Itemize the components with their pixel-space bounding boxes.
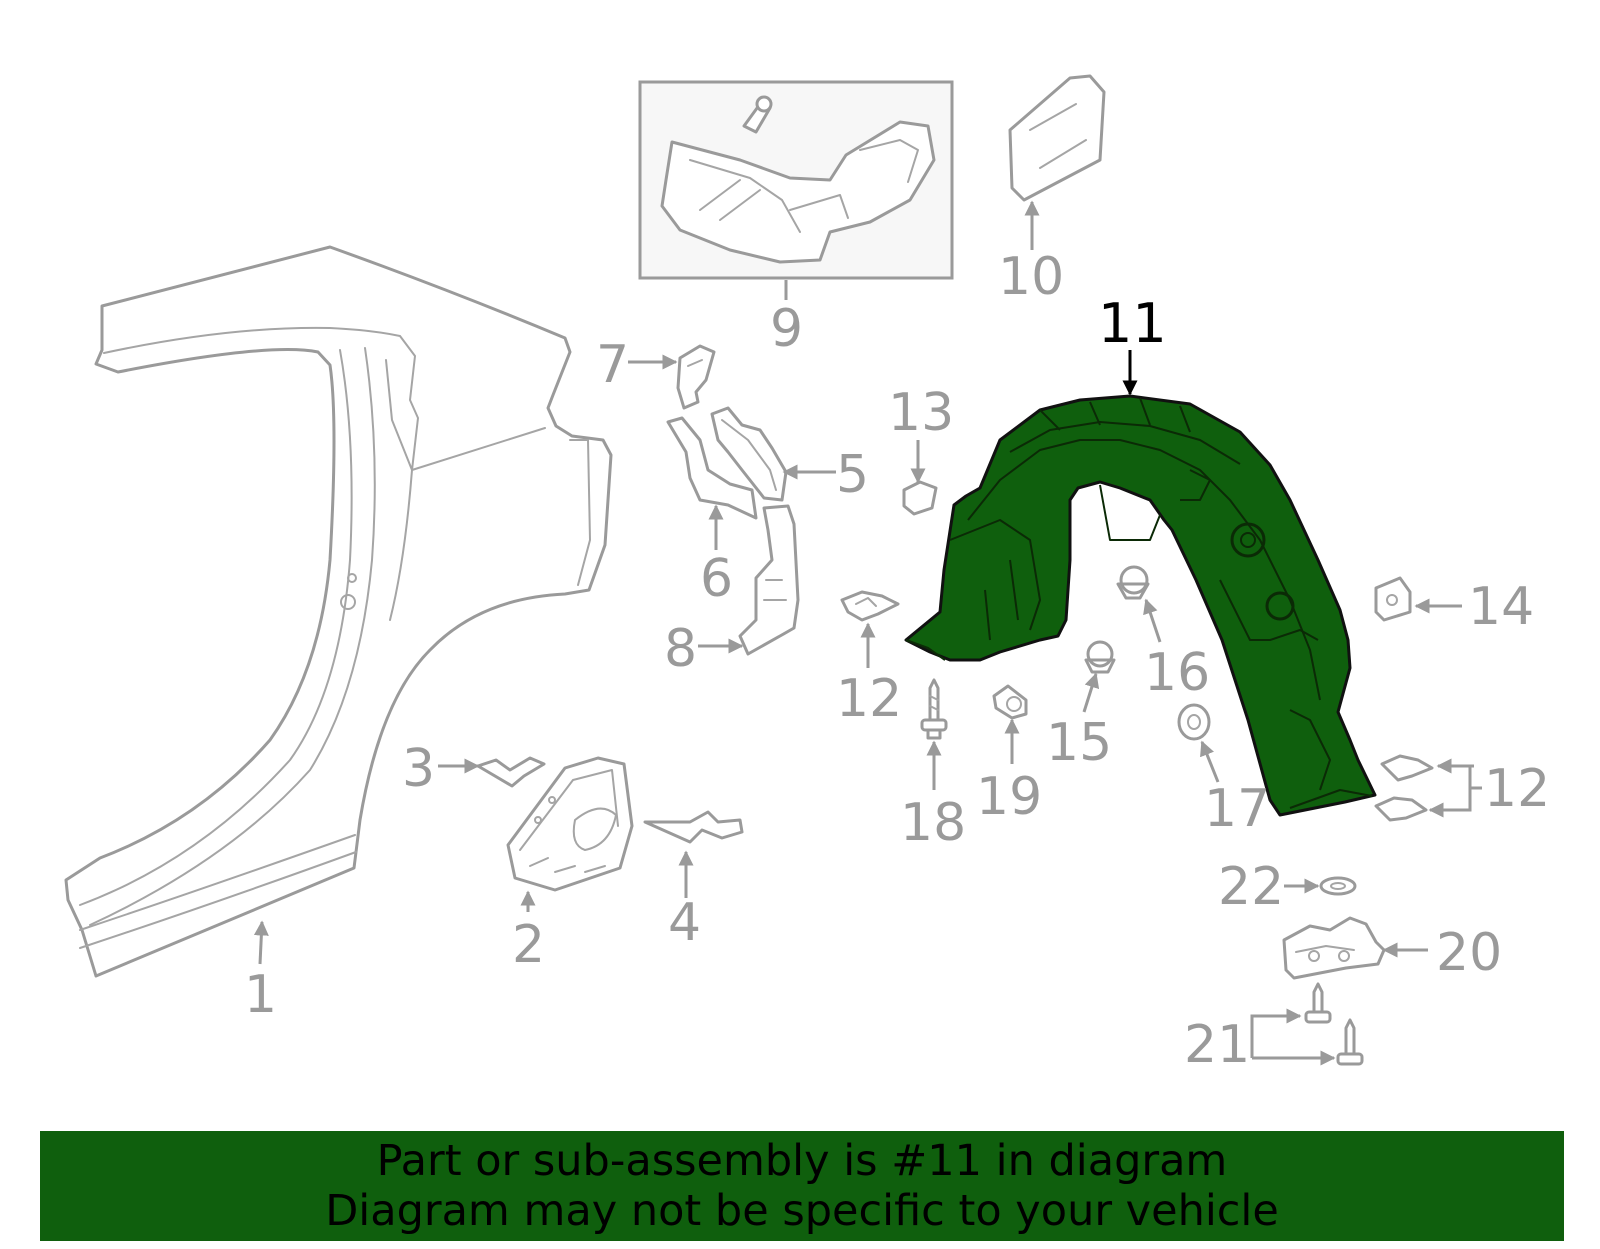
callout-numbers: 1 2 3 4 5 6 7 8 9 10 11 12 12 13 14 15 1… [244, 247, 1550, 1075]
part-21-bolt-lower[interactable] [1336, 1018, 1364, 1066]
part-22-washer[interactable] [1319, 876, 1357, 896]
callout-1: 1 [244, 965, 277, 1025]
callout-20: 20 [1436, 923, 1502, 983]
part-15-push-clip[interactable] [1084, 640, 1116, 674]
part-6-reinforcement[interactable] [666, 416, 758, 520]
part-12-clip-right-upper[interactable] [1380, 754, 1434, 782]
part-13-clip[interactable] [902, 480, 938, 516]
callout-22: 22 [1218, 857, 1284, 917]
part-3-clip[interactable] [476, 756, 546, 788]
callout-13: 13 [888, 383, 954, 443]
part-9-assembly-box[interactable] [638, 80, 954, 280]
callout-11: 11 [1098, 292, 1167, 355]
callout-17: 17 [1204, 779, 1270, 839]
callout-19: 19 [976, 767, 1042, 827]
callout-12-left: 12 [836, 669, 902, 729]
part-16-push-clip[interactable] [1116, 565, 1150, 600]
callout-8: 8 [664, 619, 697, 679]
part-18-screw[interactable] [920, 678, 948, 740]
part-14-nut-plate[interactable] [1374, 576, 1412, 622]
part-5-reinforcement[interactable] [710, 406, 788, 502]
part-17-washer[interactable] [1177, 703, 1211, 741]
part-1-quarter-panel[interactable] [64, 245, 613, 978]
callout-10: 10 [998, 247, 1064, 307]
part-10-fuel-door[interactable] [1008, 74, 1106, 202]
part-21-bolt-upper[interactable] [1304, 982, 1332, 1024]
callout-15: 15 [1046, 713, 1112, 773]
callout-18: 18 [900, 793, 966, 853]
info-banner: Part or sub-assembly is #11 in diagram D… [40, 1131, 1564, 1241]
part-19-grommet[interactable] [992, 684, 1028, 720]
callout-7: 7 [596, 335, 629, 395]
callout-21: 21 [1184, 1015, 1250, 1075]
part-11-fill [904, 394, 1377, 817]
banner-line-2: Diagram may not be specific to your vehi… [325, 1186, 1279, 1236]
callout-12-right: 12 [1484, 759, 1550, 819]
callout-5: 5 [836, 445, 869, 505]
callout-16: 16 [1144, 643, 1210, 703]
callout-2: 2 [512, 915, 545, 975]
part-11-wheelhouse-liner[interactable] [904, 394, 1377, 817]
callout-6: 6 [700, 549, 733, 609]
callout-9: 9 [770, 299, 803, 359]
part-12-clip-left[interactable] [840, 590, 900, 622]
part-12-clip-right-lower[interactable] [1374, 796, 1428, 822]
part-7-clip[interactable] [676, 344, 716, 410]
part-20-bracket[interactable] [1282, 916, 1386, 980]
part-8-bracket[interactable] [738, 504, 800, 656]
part-4-bracket[interactable] [643, 810, 744, 844]
leader-lines [253, 200, 1482, 1066]
callout-3: 3 [402, 739, 435, 799]
banner-line-1: Part or sub-assembly is #11 in diagram [376, 1136, 1228, 1186]
part-2-bracket[interactable] [506, 756, 634, 892]
callout-14: 14 [1468, 577, 1534, 637]
callout-4: 4 [668, 893, 701, 953]
